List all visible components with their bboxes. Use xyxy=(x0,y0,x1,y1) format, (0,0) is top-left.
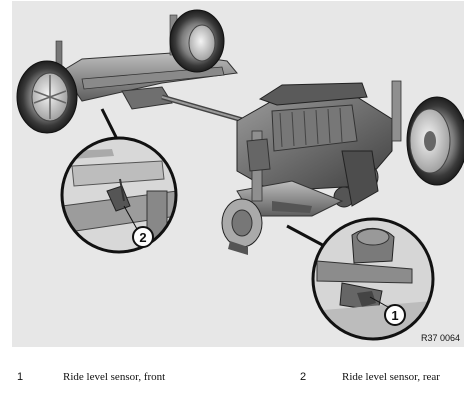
engine xyxy=(236,82,393,208)
legend-number-2: 2 xyxy=(300,371,307,383)
legend-label-2: Ride level sensor, rear xyxy=(342,371,440,383)
rear-right-wheel xyxy=(169,9,225,73)
legend-number-1: 1 xyxy=(17,371,24,383)
front-sensor-detail-view: 1 xyxy=(311,217,435,341)
legend-label-1: Ride level sensor, front xyxy=(63,371,166,383)
rear-sensor-detail-view: 2 xyxy=(60,136,178,254)
front-axle-assembly xyxy=(236,80,402,217)
front-right-wheel xyxy=(406,96,464,186)
figure-reference-code: R37 0064 xyxy=(420,333,460,343)
callout-marker-1 xyxy=(384,304,406,326)
callout-marker-2-label: 2 xyxy=(139,230,146,245)
front-left-brake-disc xyxy=(221,198,263,255)
callout-marker-2 xyxy=(132,226,154,248)
chassis-illustration: 2 1 R37 0064 xyxy=(12,1,464,347)
chassis-drawing: 2 1 xyxy=(12,1,464,347)
callout-marker-1-label: 1 xyxy=(391,308,398,323)
rear-left-wheel xyxy=(16,60,78,134)
